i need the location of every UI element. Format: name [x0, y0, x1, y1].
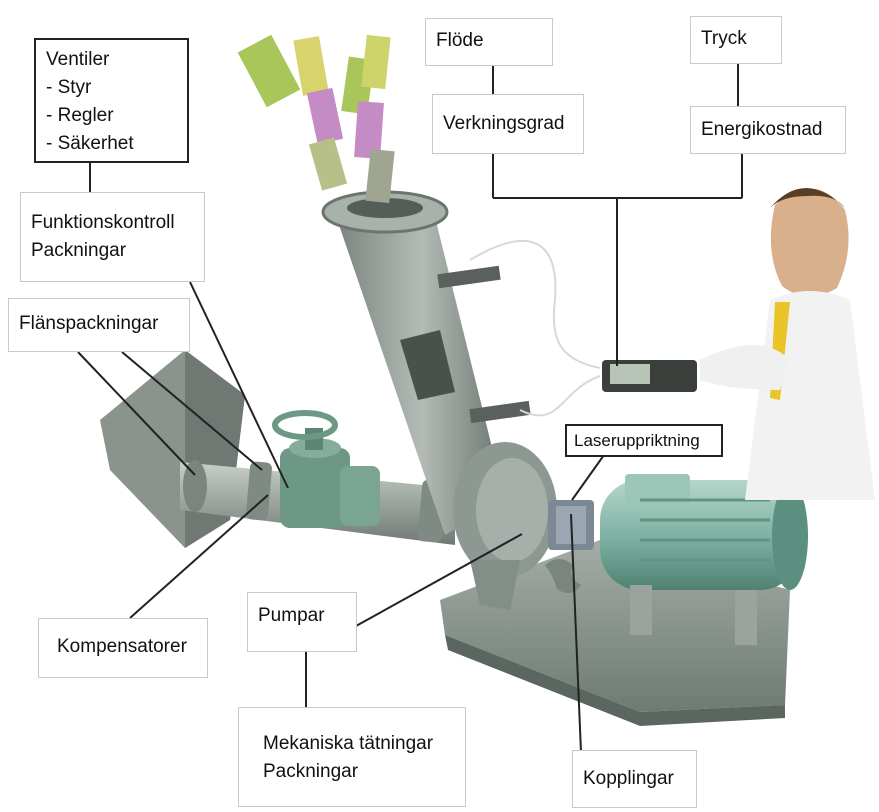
label-kopplingar-text: Kopplingar: [583, 768, 674, 789]
label-kompensatorer: Kompensatorer: [38, 618, 208, 678]
label-flode: Flöde: [425, 18, 553, 66]
label-flode-text: Flöde: [436, 30, 484, 51]
label-kopplingar: Kopplingar: [572, 750, 697, 808]
label-ventiler: Ventiler - Styr - Regler - Säkerhet: [34, 38, 189, 163]
label-mekaniska-line: Mekaniska tätningar: [263, 733, 434, 754]
label-tryck-text: Tryck: [701, 28, 747, 49]
label-pumpar: Pumpar: [247, 592, 357, 652]
label-flanspackningar-text: Flänspackningar: [19, 313, 159, 334]
label-mekaniska-line: Packningar: [263, 761, 359, 782]
label-ventiler-line: - Säkerhet: [46, 133, 134, 154]
banknotes: [237, 34, 395, 204]
label-mekaniska-tatningar: Mekaniska tätningar Packningar: [238, 707, 466, 807]
label-verkningsgrad-text: Verkningsgrad: [443, 113, 565, 134]
label-ventiler-line: - Styr: [46, 77, 92, 98]
label-tryck: Tryck: [690, 16, 782, 64]
label-laseruppriktning: Laseruppriktning: [565, 424, 723, 457]
sensor-clamps: [437, 239, 601, 424]
pump-volute: [453, 442, 557, 610]
technician-figure: [602, 188, 875, 500]
label-kompensatorer-text: Kompensatorer: [57, 636, 187, 657]
label-ventiler-line: - Regler: [46, 105, 114, 126]
label-ventiler-line: Ventiler: [46, 49, 110, 70]
label-verkningsgrad: Verkningsgrad: [432, 94, 584, 154]
valve: [272, 410, 380, 528]
label-pumpar-text: Pumpar: [258, 605, 325, 626]
electric-motor: [600, 474, 808, 645]
label-funktionskontroll: Funktionskontroll Packningar: [20, 192, 205, 282]
label-flanspackningar: Flänspackningar: [8, 298, 190, 352]
label-laseruppriktning-text: Laseruppriktning: [574, 431, 700, 450]
wall-flange-plate: [100, 350, 245, 548]
leader-lines: [77, 64, 743, 753]
inclined-tube: [321, 190, 505, 535]
label-funktionskontroll-line: Funktionskontroll: [31, 212, 175, 233]
label-energikostnad: Energikostnad: [690, 106, 846, 154]
label-funktionskontroll-line: Packningar: [31, 240, 127, 261]
label-energikostnad-text: Energikostnad: [701, 119, 823, 140]
